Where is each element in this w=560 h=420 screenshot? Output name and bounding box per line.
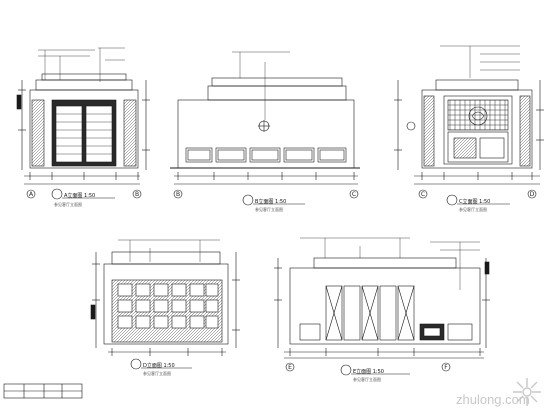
- axis-label-a-right: B: [135, 191, 139, 198]
- wall-outline-b: [177, 99, 355, 169]
- elevation-e: [274, 237, 490, 376]
- wall-outline-a: [29, 89, 139, 169]
- watermark-text: zhulong.com: [456, 392, 530, 407]
- section-mark-c: [406, 121, 416, 131]
- elevation-d: [90, 239, 240, 370]
- axis-bubble-a-left: [26, 189, 36, 199]
- axis-bubble-a-right: [132, 189, 142, 199]
- axis-bubble-c-right: [527, 189, 537, 199]
- axis-label-c-left: C: [421, 191, 425, 198]
- cabinet-grid-d: [117, 283, 219, 329]
- elevation-subtitle-e: 参见客厅立面图: [353, 376, 381, 382]
- watermark-logo: [513, 378, 541, 406]
- elevation-title-e: E立面图 1:50: [353, 368, 384, 375]
- elevation-a: [16, 47, 150, 200]
- title-block: [3, 383, 83, 399]
- elevation-subtitle-d: 参见客厅立面图: [143, 370, 171, 376]
- elevation-title-c: C立面图 1:50: [459, 198, 490, 205]
- elevation-title-a: A立面图 1:50: [64, 192, 95, 199]
- axis-bubble-e-left: [285, 362, 295, 372]
- wall-outline-d: [103, 263, 229, 345]
- axis-label-c-right: D: [530, 191, 535, 198]
- cornice-b: [207, 85, 347, 101]
- axis-label-b-left: B: [176, 191, 180, 198]
- axis-label-e-left: E: [288, 364, 292, 371]
- glass-doors-e: [325, 285, 415, 341]
- axis-label-e-right: F: [444, 364, 448, 371]
- axis-label-a-left: A: [29, 191, 34, 198]
- elevation-c: [394, 45, 544, 206]
- axis-bubble-b-right: [349, 189, 359, 199]
- elevation-title-d: D立面图 1:50: [143, 362, 175, 369]
- elevation-title-b: B立面图 1:50: [255, 198, 286, 205]
- ornament-panel-c: [443, 95, 513, 165]
- axis-bubble-b-left: [173, 189, 183, 199]
- elevation-subtitle-b: 参见客厅立面图: [255, 206, 283, 212]
- elevation-subtitle-c: 参见客厅立面图: [459, 206, 487, 212]
- wall-outline-c: [421, 89, 533, 169]
- cornice-a: [35, 79, 133, 91]
- wall-outline-e: [289, 267, 481, 345]
- axis-bubble-c-left: [418, 189, 428, 199]
- dado-panels-b: [185, 147, 347, 163]
- axis-label-b-right: C: [352, 191, 356, 198]
- axis-bubble-e-right: [441, 362, 451, 372]
- elevation-b: [170, 51, 360, 206]
- leader-notes-a: [38, 47, 125, 82]
- elevation-subtitle-a: 参见客厅立面图: [54, 201, 82, 207]
